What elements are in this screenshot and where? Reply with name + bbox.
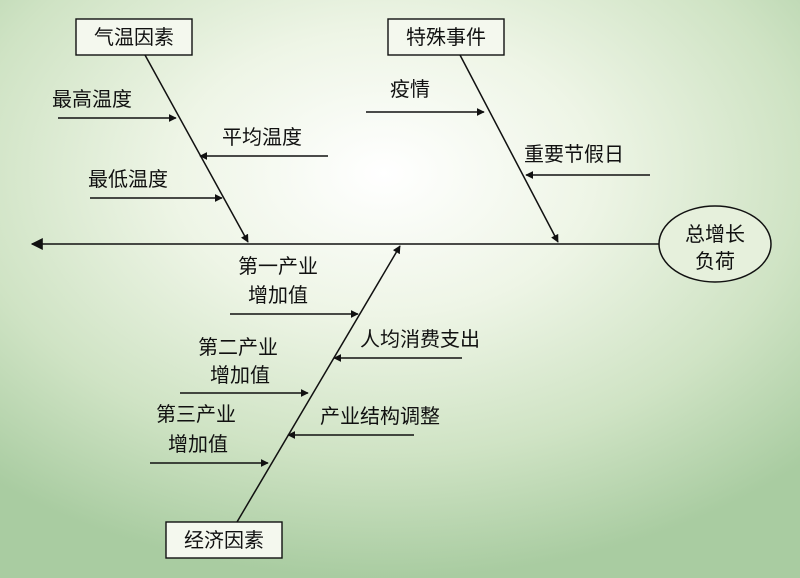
branch-economic	[236, 245, 401, 523]
category-weather-label: 气温因素	[94, 25, 174, 49]
cause-holiday: 重要节假日	[524, 142, 624, 166]
cause-max-temp: 最高温度	[52, 87, 132, 111]
cause-secondary-industry-line1: 第二产业	[198, 335, 278, 359]
cause-tertiary-industry-line1: 第三产业	[156, 402, 236, 426]
effect-label-line2: 负荷	[695, 249, 735, 273]
cause-restructure: 产业结构调整	[320, 404, 440, 428]
cause-primary-industry-line1: 第一产业	[238, 254, 318, 278]
effect-label-line1: 总增长	[685, 222, 745, 246]
cause-min-temp: 最低温度	[88, 167, 168, 191]
cause-primary-industry-line2: 增加值	[248, 283, 308, 307]
cause-avg-temp: 平均温度	[222, 125, 302, 149]
cause-tertiary-industry-line2: 增加值	[168, 432, 228, 456]
cause-secondary-industry-line2: 增加值	[210, 363, 270, 387]
category-economic-label: 经济因素	[184, 528, 264, 552]
category-weather: 气温因素	[75, 18, 193, 56]
effect-node: 总增长 负荷	[658, 205, 772, 283]
branch-weather	[144, 54, 249, 243]
category-special: 特殊事件	[387, 18, 505, 56]
cause-epidemic: 疫情	[390, 77, 430, 101]
cause-per-capita: 人均消费支出	[360, 327, 480, 351]
category-economic: 经济因素	[165, 521, 283, 559]
branch-special	[459, 54, 559, 243]
category-special-label: 特殊事件	[406, 25, 486, 49]
